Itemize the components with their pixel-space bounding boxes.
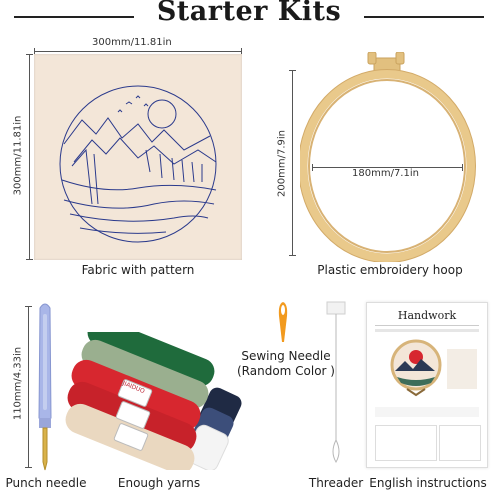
yarns-caption: Enough yarns <box>117 476 201 490</box>
fabric-width-tick-right <box>241 48 242 55</box>
manual-photo <box>387 339 445 397</box>
embroidery-hoop <box>298 51 480 263</box>
sewing-needle-caption-line2: (Random Color ) <box>236 364 335 378</box>
hoop-icon <box>298 51 476 263</box>
fabric-width-line <box>34 51 242 52</box>
yarn-skeins <box>62 317 246 475</box>
hoop-height-line <box>292 70 293 256</box>
needle-length-tick-bottom <box>25 467 32 468</box>
manual-diagram-right <box>439 425 481 461</box>
needle-length-label: 110mm/4.33in <box>12 346 24 421</box>
manual-step-row <box>375 407 479 417</box>
hoop-height-tick-top <box>289 70 296 71</box>
hoop-width-tick-left <box>312 164 313 171</box>
threader <box>320 300 350 468</box>
sewing-needle-caption-line1: Sewing Needle <box>241 349 331 363</box>
punch-needle <box>34 300 56 472</box>
hoop-width-label: 180mm/7.1in <box>352 168 419 179</box>
fabric-width-label: 300mm/11.81in <box>92 37 172 48</box>
hoop-height-tick-bottom <box>289 255 296 256</box>
manual-heading: Handwork <box>397 309 457 322</box>
page-title: Starter Kits <box>156 0 342 27</box>
fabric-height-tick-bottom <box>26 259 33 260</box>
manual-text-line <box>375 329 479 332</box>
yarn-icon <box>65 317 242 475</box>
hoop-height-label: 200mm/7.9in <box>276 130 288 197</box>
threader-caption: Threader <box>308 476 364 490</box>
manual-caption: English instructions <box>369 476 487 490</box>
sewing-needle <box>276 300 290 344</box>
fabric-height-label: 300mm/11.81in <box>12 115 24 196</box>
manual-divider <box>375 325 479 326</box>
manual-photo-side <box>447 349 477 389</box>
punch-needle-icon <box>38 303 52 471</box>
sewing-needle-icon <box>278 302 288 342</box>
hoop-photo-icon <box>390 339 442 397</box>
hoop-width-line <box>312 167 463 168</box>
fabric-height-line <box>29 54 30 260</box>
fabric-height-tick-top <box>26 54 33 55</box>
fabric-with-pattern <box>34 54 242 260</box>
instruction-manual: Handwork <box>366 302 488 468</box>
threader-icon <box>326 301 346 463</box>
hoop-caption: Plastic embroidery hoop <box>317 263 463 277</box>
needle-length-tick-top <box>25 306 32 307</box>
needle-caption: Punch needle <box>5 476 87 490</box>
mountain-pattern-icon <box>59 85 217 243</box>
title-rule-left <box>14 16 134 18</box>
title-rule-right <box>364 16 484 18</box>
manual-diagram-left <box>375 425 437 461</box>
needle-length-line <box>28 306 29 468</box>
fabric-caption: Fabric with pattern <box>81 263 195 277</box>
hoop-width-tick-right <box>462 164 463 171</box>
fabric-width-tick-left <box>34 48 35 55</box>
